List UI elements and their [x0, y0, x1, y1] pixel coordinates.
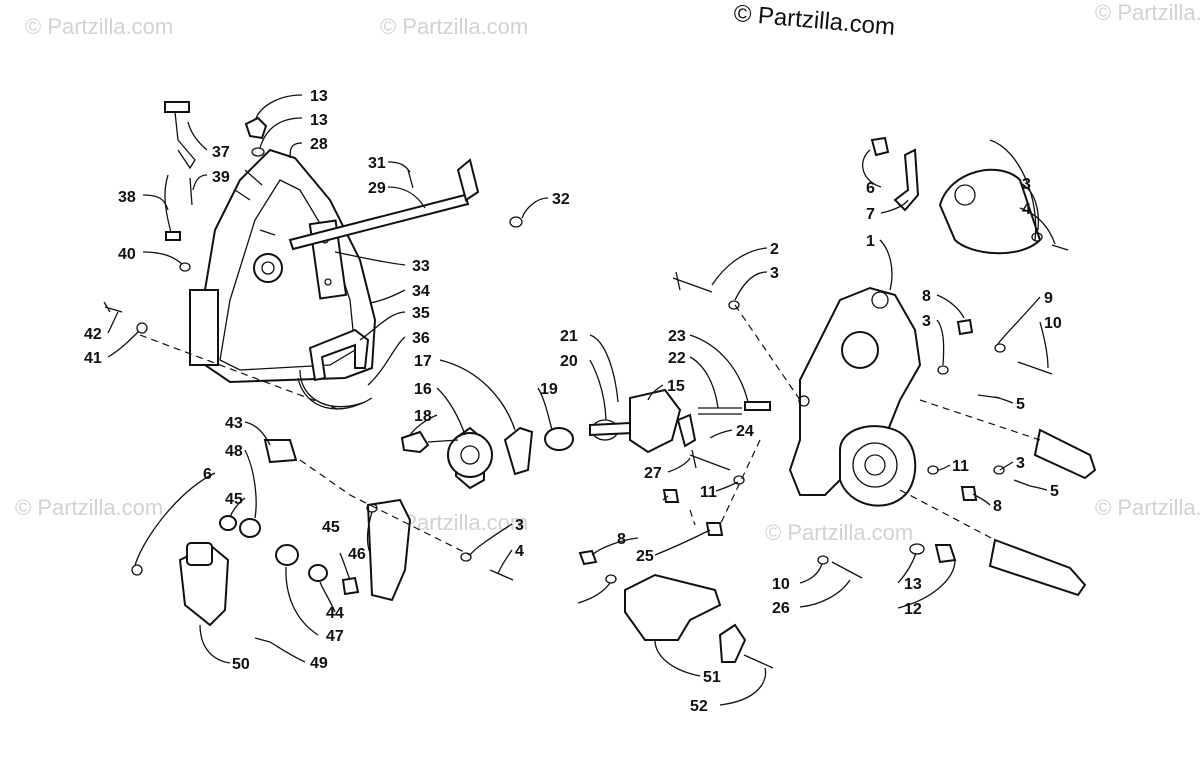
callout-1: 1: [866, 233, 875, 250]
drive-shaft-lower: [899, 489, 1087, 597]
callout-51: 52: [690, 698, 708, 715]
lower-mid-bracket: [275, 498, 514, 602]
callout-30: 31: [368, 155, 386, 172]
callout-5: 5: [1050, 483, 1059, 500]
callout-42: 43: [225, 415, 243, 432]
callout-19: 19: [540, 381, 558, 398]
gearbox-housing: [788, 286, 922, 507]
callout-47: 48: [225, 443, 243, 460]
dipstick: [164, 101, 196, 272]
idler-assembly: [400, 388, 771, 490]
callout-11: 11: [952, 458, 969, 475]
callout-3: 3: [515, 517, 524, 534]
callout-3: 3: [1022, 176, 1031, 193]
callout-31: 32: [552, 191, 570, 208]
callout-45: 45: [225, 491, 243, 508]
slide-bracket: [578, 489, 774, 669]
callout-7: 7: [866, 206, 875, 223]
callout-46: 47: [326, 628, 344, 645]
brake-disc-bracket: [870, 136, 1069, 255]
callout-35: 36: [412, 330, 430, 347]
watermark: © Partzilla.com: [15, 495, 164, 520]
callout-12: 12: [904, 601, 922, 618]
fill-cap: [244, 116, 268, 157]
callout-33: 34: [412, 283, 430, 300]
lower-left-bracket: [131, 439, 298, 643]
chain-tensioner-pad: [297, 328, 373, 410]
callout-43: 44: [326, 605, 344, 622]
chaincase-housing: [189, 148, 377, 384]
callout-11: 11: [700, 484, 717, 501]
callout-8: 8: [993, 498, 1002, 515]
callout-26: 26: [772, 600, 790, 617]
callout-5: 5: [1016, 396, 1025, 413]
drive-shaft-upper: [919, 399, 1097, 480]
callout-3: 3: [922, 313, 931, 330]
callout-8: 8: [922, 288, 931, 305]
callout-15: 15: [667, 378, 685, 395]
callout-9: 9: [1044, 290, 1053, 307]
callout-50: 51: [703, 669, 721, 686]
callout-16: 16: [414, 381, 432, 398]
callout-8: 8: [617, 531, 626, 548]
callout-4: 4: [515, 543, 524, 560]
watermark: © Partzilla.com: [25, 14, 174, 39]
callout-18: 18: [414, 408, 432, 425]
watermark: © Partzilla.com: [1095, 0, 1200, 25]
watermark: © Partzilla.com: [380, 14, 529, 39]
callout-38: 39: [212, 169, 230, 186]
callout-40: 41: [84, 350, 102, 367]
callout-10: 10: [1044, 315, 1062, 332]
housing-bolts: [103, 301, 148, 334]
callout-28: 28: [310, 136, 328, 153]
callout-10: 10: [772, 576, 790, 593]
callout-3: 3: [1016, 455, 1025, 472]
callout-34: 35: [412, 305, 430, 322]
callout-23: 23: [668, 328, 686, 345]
callout-20: 20: [560, 353, 578, 370]
callout-44: 45: [322, 519, 340, 536]
callout-17: 17: [414, 353, 432, 370]
callout-4: 4: [1022, 201, 1031, 218]
watermark: © Partzilla.com: [1095, 495, 1200, 520]
callout-14: 13: [310, 88, 328, 105]
callout-32: 33: [412, 258, 430, 275]
callout-49: 50: [232, 656, 250, 673]
callout-37: 38: [118, 189, 136, 206]
callout-13: 13: [310, 112, 328, 129]
callout-21: 21: [560, 328, 578, 345]
callout-6: 6: [866, 180, 875, 197]
watermark: © Partzilla.com: [765, 520, 914, 545]
leader-lines: [107, 94, 1056, 706]
callout-13: 13: [904, 576, 922, 593]
callout-41: 42: [84, 326, 102, 343]
callout-labels: 13 13 28 37 39 38 40 31 29 32 33 34 35 3…: [84, 88, 1062, 715]
callout-45: 46: [348, 546, 366, 563]
callout-27: 27: [644, 465, 662, 482]
callout-24: 24: [736, 423, 754, 440]
callout-48: 49: [310, 655, 328, 672]
shift-shaft: [288, 158, 523, 251]
callout-6: 6: [203, 466, 212, 483]
callout-3: 3: [770, 265, 779, 282]
callout-36: 37: [212, 144, 230, 161]
callout-2: 2: [770, 241, 779, 258]
callout-39: 40: [118, 246, 136, 263]
callout-25: 25: [636, 548, 654, 565]
callout-29: 29: [368, 180, 386, 197]
callout-22: 22: [668, 350, 686, 367]
